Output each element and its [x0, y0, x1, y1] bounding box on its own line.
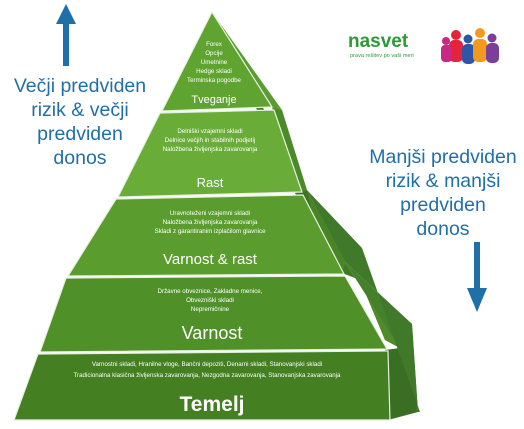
left-label-line: predviden [37, 123, 123, 145]
tier-title: Temelj [180, 393, 245, 416]
tier-item: Delnice večjih in stabilnih podjetij [165, 137, 255, 144]
tier-tveganje: Forex Opcije Umetnine Hedge skladi Termi… [187, 41, 242, 106]
pyramid-front [13, 10, 391, 421]
arrow-up-icon [56, 4, 76, 66]
tier-item: Obvezniški skladi [186, 297, 234, 304]
right-label-line: rizik & manjši [385, 170, 501, 192]
tier-temelj: Varnostni skladi, Hranilne vloge, Bančni… [73, 361, 341, 416]
tier-item: Delniški vzajemni skladi [177, 128, 242, 135]
tier-item: Umetnine [201, 59, 228, 66]
tier-title: Rast [197, 175, 224, 190]
tier-rast: Delniški vzajemni skladi Delnice večjih … [163, 128, 258, 190]
tier-item: Naložbena življenjska zavarovanja [163, 219, 258, 226]
right-label: Manjši predviden rizik & manjši predvide… [362, 145, 524, 241]
nasvet-logo: nasvet prava rešitev po vaši meri [348, 28, 499, 64]
tier-varnost-rast: Uravnoteženi vzajemni skladi Naložbena ž… [154, 210, 266, 268]
arrow-down-icon [467, 242, 487, 312]
people-icon [441, 28, 499, 64]
tier-item: Terminska pogodbe [187, 77, 242, 84]
left-label: Večji predviden rizik & večji predviden … [0, 74, 160, 170]
tier-shape [161, 10, 274, 112]
tier-varnost: Državne obveznice, Zakladne menice, Obve… [158, 288, 263, 343]
logo-name: nasvet [348, 31, 409, 52]
tier-shape [117, 109, 303, 198]
tier-item: Varnostni skladi, Hranilne vloge, Bančni… [92, 361, 322, 368]
tier-title: Varnost [182, 323, 243, 343]
tier-title: Varnost & rast [163, 251, 258, 268]
logo-tagline: prava rešitev po vaši meri [350, 53, 414, 59]
right-label-line: donos [416, 218, 470, 240]
left-label-line: rizik & večji [31, 99, 129, 121]
tier-item: Tradicionalna klasična življenska zavaro… [73, 372, 341, 379]
tier-item: Državne obveznice, Zakladne menice, [158, 288, 263, 295]
tier-shape [39, 275, 389, 353]
tier-item: Opcije [205, 50, 223, 57]
tier-item: Uravnoteženi vzajemni skladi [170, 210, 250, 217]
tier-item: Nepremičnine [191, 306, 230, 313]
tier-title: Tveganje [191, 94, 236, 106]
right-label-line: predviden [400, 194, 486, 216]
tier-item: Hedge skladi [196, 68, 232, 75]
right-label-line: Manjši predviden [369, 146, 517, 168]
tier-shape [13, 350, 391, 421]
tier-shape [66, 194, 345, 277]
left-label-line: donos [53, 147, 107, 169]
tier-item: Naložbena življenjska zavarovanja [163, 146, 258, 153]
left-label-line: Večji predviden [13, 75, 147, 97]
tier-item: Skladi z garantiranim izplačilom glavnic… [154, 228, 266, 235]
tier-item: Forex [206, 41, 223, 48]
